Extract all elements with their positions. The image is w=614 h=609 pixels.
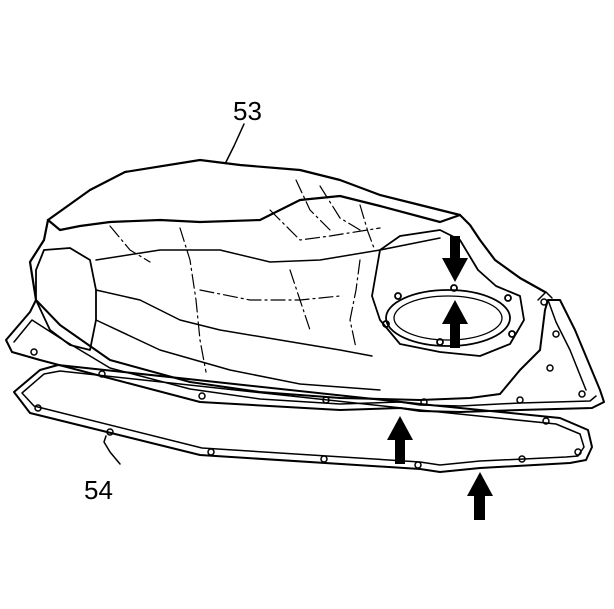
up-arrow-icon (442, 300, 468, 348)
gasket-bolt-holes (34, 404, 582, 469)
up-arrow-icon (467, 472, 493, 520)
pan-flange-bolt-holes (30, 298, 586, 406)
pan-opening (371, 229, 525, 357)
gasket-outline (13, 364, 593, 473)
leader-lines (103, 123, 245, 465)
down-arrow-icon (442, 236, 468, 282)
pan-body (28, 158, 547, 391)
pan-callout-label: 53 (233, 96, 262, 126)
pan-contour-lines (109, 179, 381, 373)
gasket-callout-label: 54 (84, 475, 113, 505)
up-arrow-icon (387, 416, 413, 464)
indicator-arrows (387, 236, 493, 520)
